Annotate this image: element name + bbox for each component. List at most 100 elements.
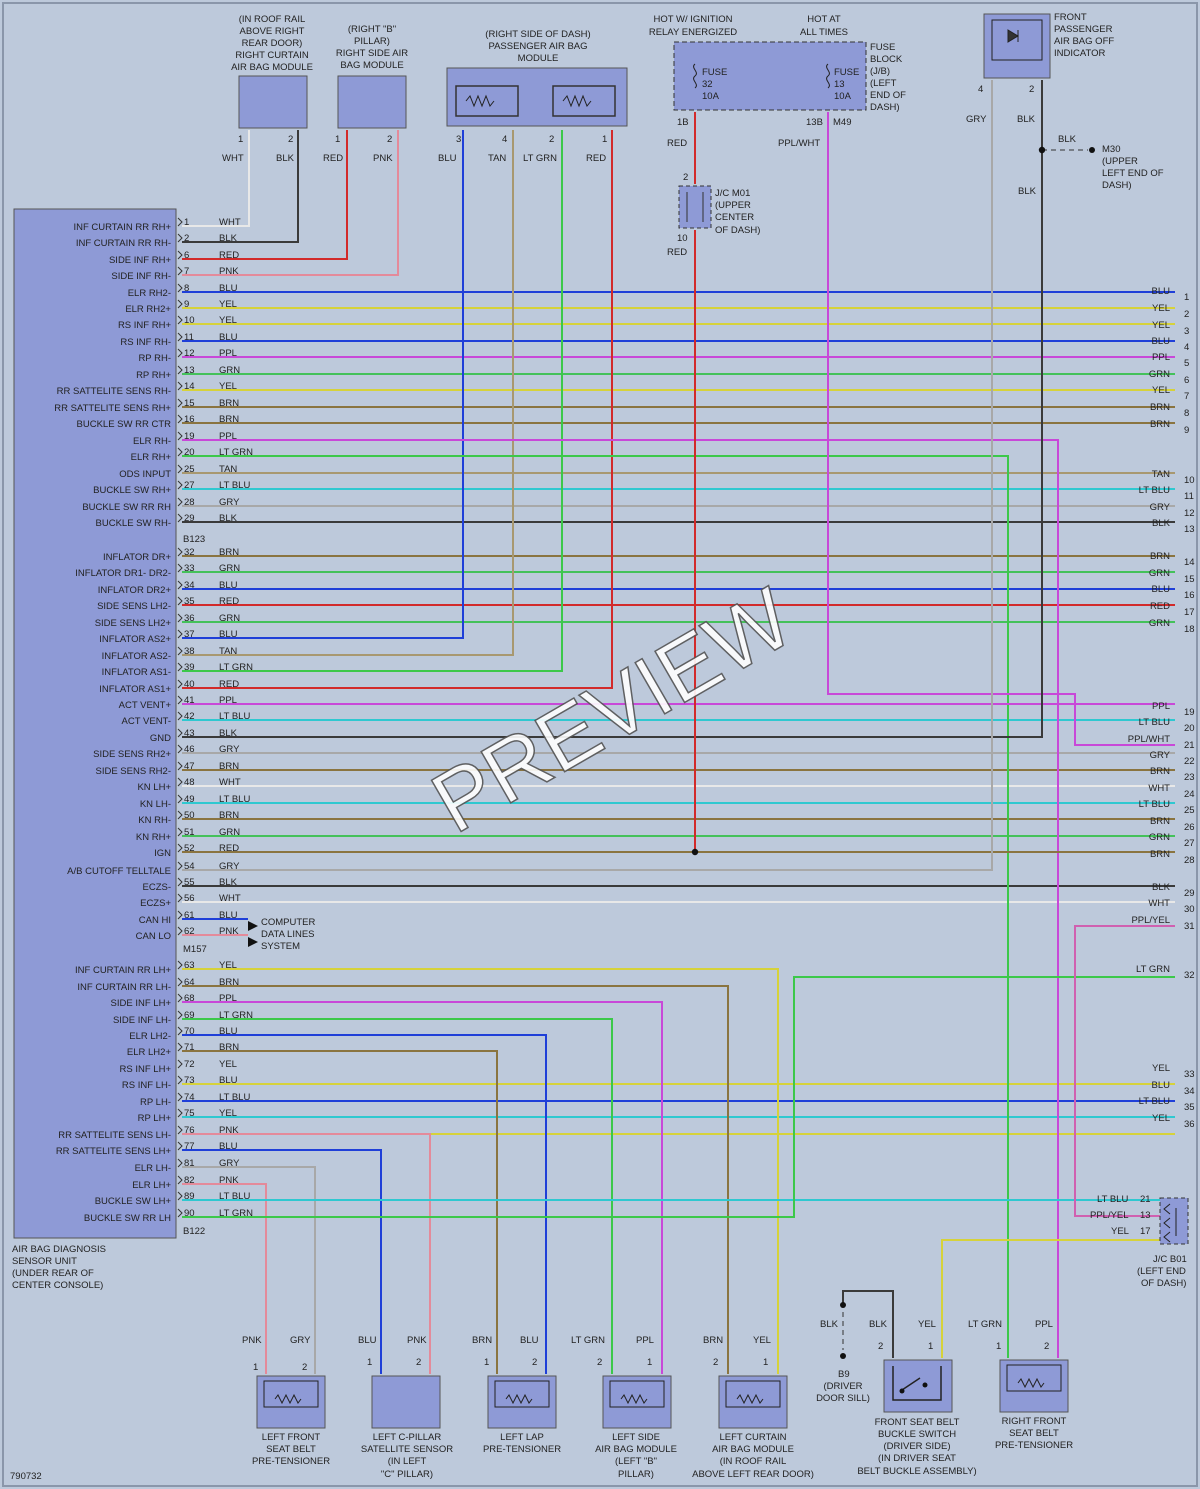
rr-curtain-label-1: (IN ROOF RAIL xyxy=(239,14,306,25)
ecu-pin-number: 90 xyxy=(184,1208,195,1219)
m30-label-3: LEFT END OF xyxy=(1102,168,1164,179)
ecu-pin-signal-label: SIDE SENS LH2+ xyxy=(95,618,172,629)
ecu-pin-signal-label: ELR RH+ xyxy=(131,452,172,463)
ecu-pin-number: 68 xyxy=(184,993,195,1004)
switch-contact-dot xyxy=(899,1388,905,1394)
connector-m157: M157 xyxy=(183,944,207,955)
right-wire-number: 21 xyxy=(1184,740,1195,751)
right-wire-number: 34 xyxy=(1184,1086,1195,1097)
lc-air-label-1: LEFT CURTAIN xyxy=(719,1432,786,1443)
jc-b01-label-1: J/C B01 xyxy=(1153,1254,1187,1265)
ecu-pin-terminal xyxy=(177,233,183,243)
ecu-pin-wire-color: BRN xyxy=(219,547,239,558)
ecu-pin-number: 62 xyxy=(184,926,195,937)
right-edge-labels: BLU1YEL2YEL3BLU4PPL5GRN6YEL7BRN8BRN9TAN1… xyxy=(1128,286,1195,1130)
ll-pre-squib xyxy=(494,1380,550,1408)
wire-pass-airbag-4 xyxy=(182,130,514,656)
pass-airbag-wire-1: BLU xyxy=(438,153,457,164)
fuse-block-box xyxy=(673,41,867,111)
ls-air-pin-2: 2 xyxy=(597,1357,602,1368)
right-wire-number: 19 xyxy=(1184,707,1195,718)
lc-air-wire-1: BRN xyxy=(703,1335,723,1346)
ecu-pin-signal-label: INFLATOR DR1- DR2- xyxy=(75,568,171,579)
ecu-pin-wire-color: BLU xyxy=(219,1141,238,1152)
right-wire-color-label: PPL/YEL xyxy=(1131,915,1170,926)
b-pillar-box xyxy=(337,75,407,129)
indicator-label-3: AIR BAG OFF xyxy=(1054,36,1114,47)
ecu-pin-number: 25 xyxy=(184,464,195,475)
right-wire-color-label: YEL xyxy=(1152,1063,1170,1074)
right-wire-color-label: GRN xyxy=(1149,369,1170,380)
ecu-pin-terminal xyxy=(177,580,183,590)
ecu-pin-terminal xyxy=(177,728,183,738)
ecu-pin-terminal xyxy=(177,695,183,705)
ecu-pin-signal-label: SIDE SENS RH2- xyxy=(96,766,172,777)
ecu-pin-number: 33 xyxy=(184,563,195,574)
led-icon xyxy=(1007,29,1019,43)
ecu-pin-signal-label: KN LH+ xyxy=(137,782,171,793)
ll-pre-label-1: LEFT LAP xyxy=(500,1432,544,1443)
right-wire-number: 31 xyxy=(1184,921,1195,932)
ground-m30: BLK BLK M30 (UPPER LEFT END OF DASH) xyxy=(1018,134,1164,197)
ecu-pin-wire-color: BLU xyxy=(219,332,238,343)
fuse-pin-13b: 13B xyxy=(806,117,823,128)
right-wire-number: 6 xyxy=(1184,375,1189,386)
indicator-label-2: PASSENGER xyxy=(1054,24,1113,35)
ecu-pin-terminal xyxy=(177,283,183,293)
ls-air-label-2: AIR BAG MODULE xyxy=(595,1444,677,1455)
pass-airbag-pin-3: 3 xyxy=(456,134,461,145)
right-wire-color-label: LT GRN xyxy=(1136,964,1170,975)
ecu-pin-terminal xyxy=(177,629,183,639)
hot-ign-label-1: HOT W/ IGNITION xyxy=(654,14,733,25)
lf-pre-squib xyxy=(263,1380,319,1408)
ecu-pin-wire-color: TAN xyxy=(219,646,237,657)
ecu-pin-wire-color: RED xyxy=(219,843,239,854)
pass-airbag-wire-2: TAN xyxy=(488,153,506,164)
jc-b01-row3-color: YEL xyxy=(1111,1226,1129,1237)
jc-b01-row1-pin: 21 xyxy=(1140,1194,1151,1205)
ecu-pin-signal-label: ACT VENT- xyxy=(122,716,171,727)
ecu-pin-signal-label: INF CURTAIN RR LH- xyxy=(77,982,171,993)
right-wire-color-label: RED xyxy=(1150,601,1170,612)
ecu-pin-number: 47 xyxy=(184,761,195,772)
can-label-2: DATA LINES xyxy=(261,929,315,940)
ecu-pin-number: 35 xyxy=(184,596,195,607)
ecu-pin-terminal xyxy=(177,662,183,672)
pass-airbag-pin-1: 1 xyxy=(602,134,607,145)
fb-sw-label-3: (DRIVER SIDE) xyxy=(883,1441,950,1452)
ecu-pin-wire-color: LT BLU xyxy=(219,711,250,722)
lc-air-label-4: ABOVE LEFT REAR DOOR) xyxy=(692,1469,814,1480)
ecu-pin-number: 69 xyxy=(184,1010,195,1021)
ecu-pin-number: 74 xyxy=(184,1092,195,1103)
fuse-32-label-2: 32 xyxy=(702,79,713,90)
ecu-pin-signal-label: ELR RH2+ xyxy=(125,304,171,315)
ecu-pin-wire-color: GRN xyxy=(219,563,240,574)
switch-icon xyxy=(892,1366,942,1401)
right-wire-number: 10 xyxy=(1184,475,1195,486)
ecu-pin-terminal xyxy=(177,250,183,260)
fb-sw-label-1: FRONT SEAT BELT xyxy=(875,1417,960,1428)
junction-connector-m01: 2 J/C M01 (UPPER CENTER OF DASH) 10 RED xyxy=(667,172,760,258)
pass-airbag-pin-4: 4 xyxy=(502,134,507,145)
ecu-pin-number: 34 xyxy=(184,580,195,591)
ecu-pin-wire-color: YEL xyxy=(219,381,237,392)
wire-pass-airbag-1 xyxy=(182,130,613,689)
ecu-pin-signal-label: ELR LH+ xyxy=(132,1180,171,1191)
ecu-title-4: CENTER CONSOLE) xyxy=(12,1280,103,1291)
wire-ll-pre-2 xyxy=(182,1034,547,1374)
rf-pre-label-1: RIGHT FRONT xyxy=(1002,1416,1067,1427)
ecu-pin-wire-color: LT GRN xyxy=(219,662,253,673)
ecu-pin-wire-color: GRY xyxy=(219,861,240,872)
ll-pre-pin-1: 1 xyxy=(484,1357,489,1368)
ecu-pin-terminal xyxy=(177,777,183,787)
ecu-pin-signal-label: INFLATOR AS2+ xyxy=(99,634,171,645)
right-wire-color-label: BRN xyxy=(1150,419,1170,430)
ecu-pin-signal-label: ELR LH2- xyxy=(129,1031,171,1042)
ecu-pin-wire-color: GRN xyxy=(219,613,240,624)
b9-label-1: (DRIVER xyxy=(823,1381,862,1392)
ecu-pin-signal-label: CAN LO xyxy=(136,931,171,942)
ecu-pin-number: 56 xyxy=(184,893,195,904)
rf-pre-wire-1: LT GRN xyxy=(968,1319,1002,1330)
right-wire-color-label: GRY xyxy=(1150,750,1171,761)
rr-curtain-pin-2: 2 xyxy=(288,134,293,145)
